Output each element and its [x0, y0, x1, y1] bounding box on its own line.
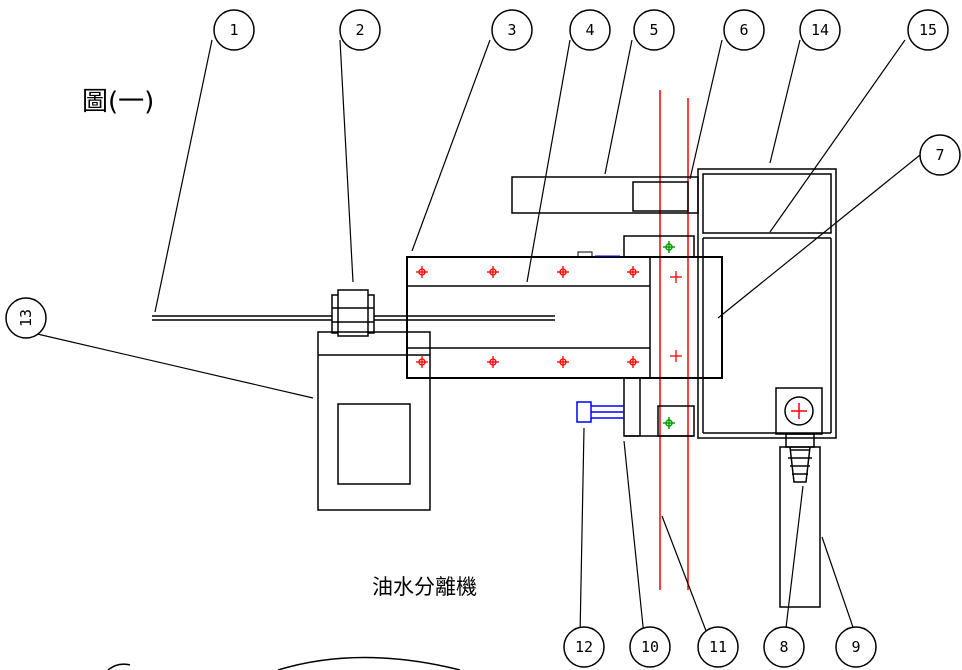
callout-9: 9: [851, 638, 860, 656]
callout-10: 10: [641, 638, 659, 656]
callout-6: 6: [739, 21, 748, 39]
leader-lines: [32, 39, 921, 637]
partial-shapes: [107, 656, 461, 670]
lower-bracket: [623, 377, 695, 437]
outlet-pipe: [779, 433, 821, 608]
callout-2: 2: [355, 21, 364, 39]
motor: [317, 331, 431, 511]
coupling-nut: [331, 289, 375, 337]
callout-1: 1: [229, 21, 238, 39]
drain-valve-mark: [791, 403, 807, 419]
lower-pivot: [663, 417, 675, 429]
callout-11: 11: [709, 638, 727, 656]
callout-13: 13: [17, 309, 35, 327]
callout-5: 5: [649, 21, 658, 39]
hose-fitting: [576, 401, 624, 423]
callout-14: 14: [811, 21, 829, 39]
figure-label: 圖(一): [82, 87, 154, 117]
separator-body: [406, 251, 723, 379]
callout-7: 7: [935, 146, 944, 164]
center-lines: [659, 90, 689, 590]
callout-8: 8: [779, 638, 788, 656]
upper-pivot: [663, 241, 675, 253]
callout-3: 3: [507, 21, 516, 39]
fasteners: [416, 266, 682, 368]
callout-15: 15: [919, 21, 937, 39]
caption: 油水分離機: [372, 575, 477, 599]
callout-circles: [5, 9, 961, 668]
callout-4: 4: [585, 21, 594, 39]
callout-12: 12: [575, 638, 593, 656]
tank: [697, 168, 837, 439]
